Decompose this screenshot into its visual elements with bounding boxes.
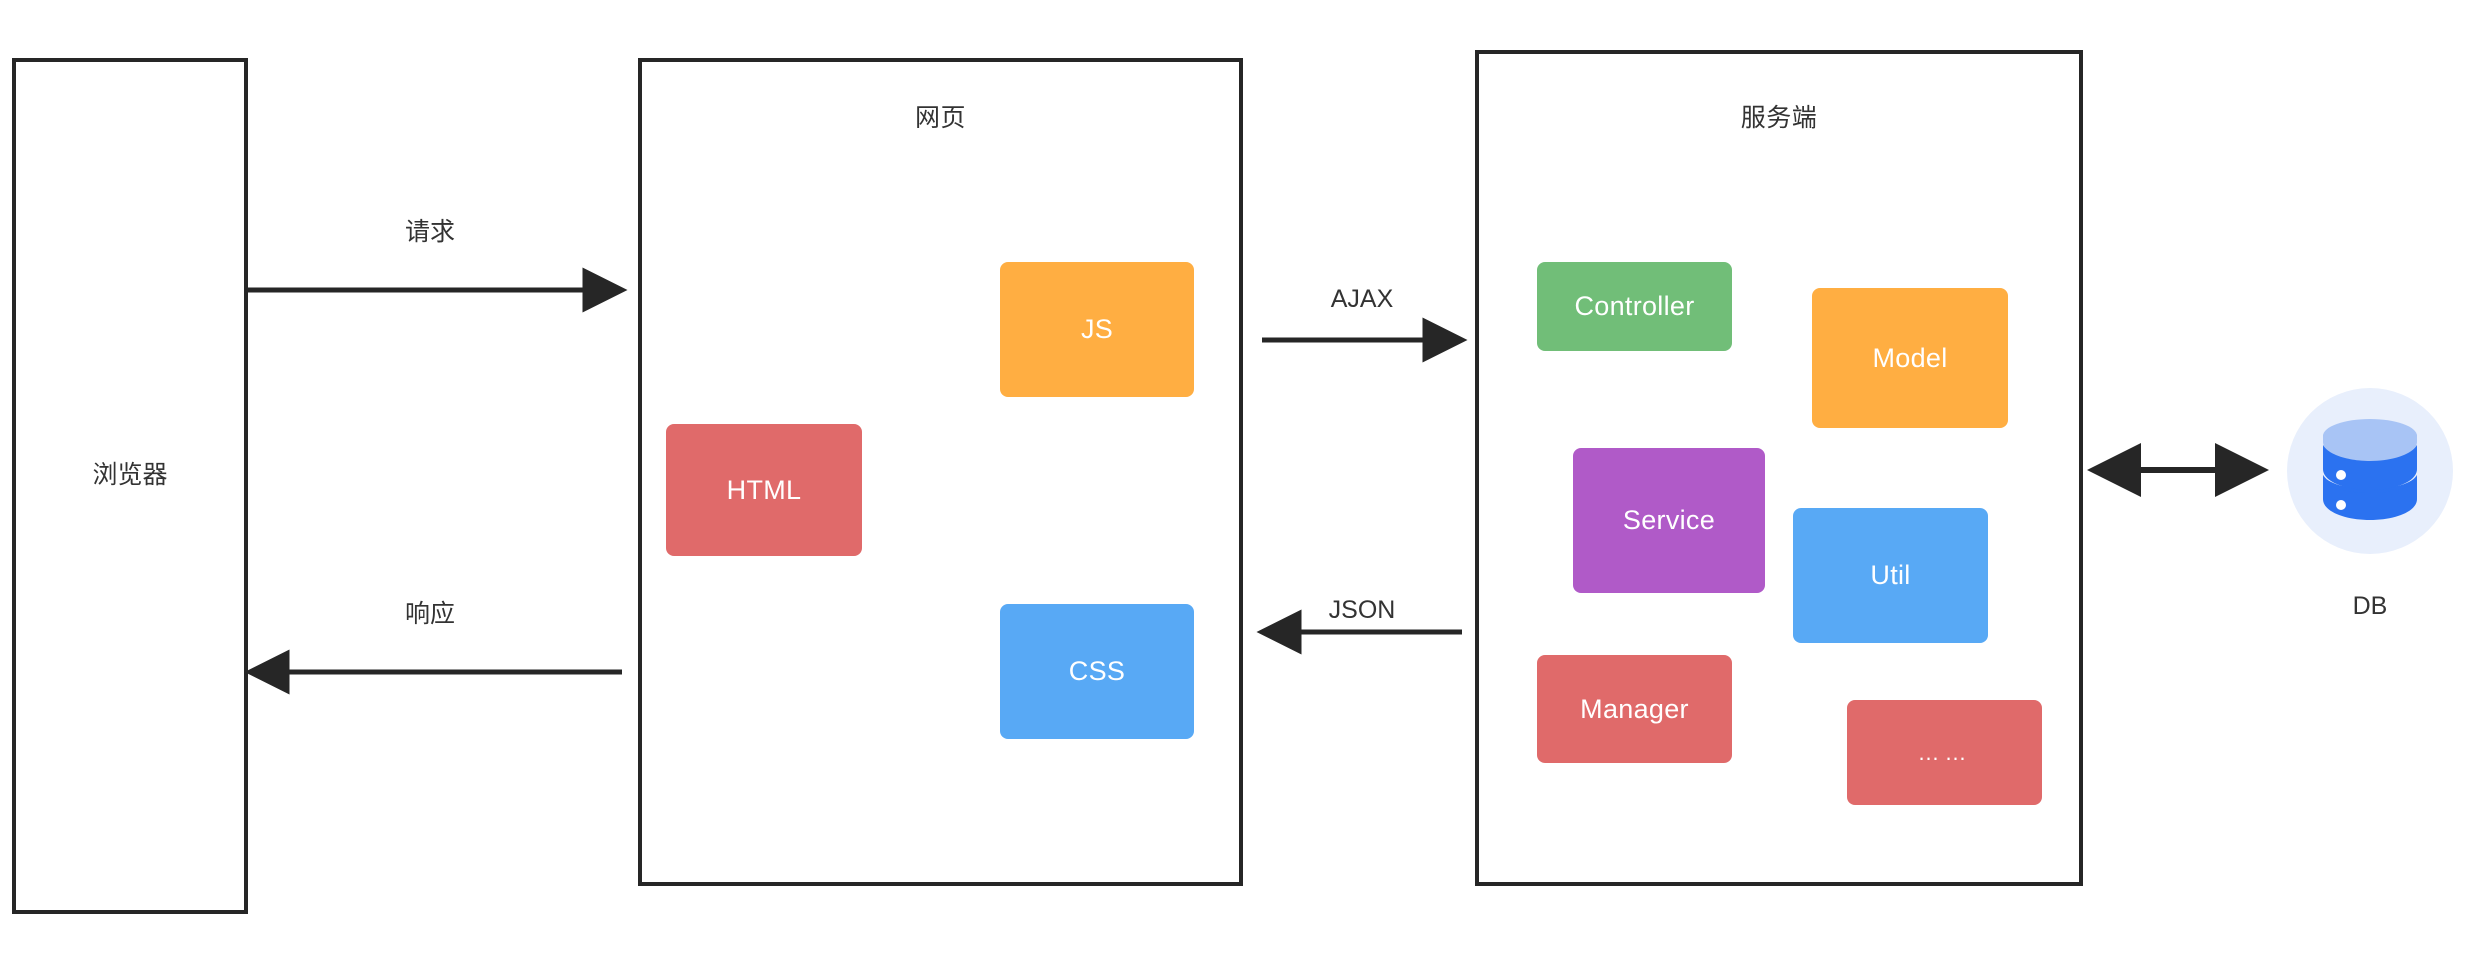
node-model[interactable]: Model [1812,288,2008,428]
node-controller[interactable]: Controller [1537,262,1732,351]
node-js-label: JS [1080,314,1114,344]
node-html[interactable]: HTML [666,424,862,556]
browser-label: 浏览器 [92,461,168,489]
edge-label-response: 响应 [404,600,455,628]
edge-label-ajax: AJAX [1330,285,1394,313]
node-manager-label: Manager [1580,693,1689,724]
webpage-title: 网页 [914,104,966,132]
edge-label-request: 请求 [404,218,455,246]
node-css-label: CSS [1068,656,1126,686]
node-controller-label: Controller [1574,291,1695,321]
node-css[interactable]: CSS [1000,604,1194,739]
node-more-label: …… [1917,739,1972,765]
database-icon [2317,417,2423,525]
node-service[interactable]: Service [1573,448,1765,593]
node-util[interactable]: Util [1793,508,1988,643]
browser-container[interactable] [12,58,248,914]
node-more[interactable]: …… [1847,700,2042,805]
server-title: 服务端 [1740,104,1818,132]
node-model-label: Model [1872,342,1948,373]
db-label: DB [2352,592,2388,620]
node-html-label: HTML [726,474,802,505]
database-icon-svg [2323,419,2417,520]
node-manager[interactable]: Manager [1537,655,1732,763]
node-js[interactable]: JS [1000,262,1194,397]
node-service-label: Service [1622,505,1716,535]
node-util-label: Util [1870,560,1911,590]
edge-label-json: JSON [1328,596,1396,624]
